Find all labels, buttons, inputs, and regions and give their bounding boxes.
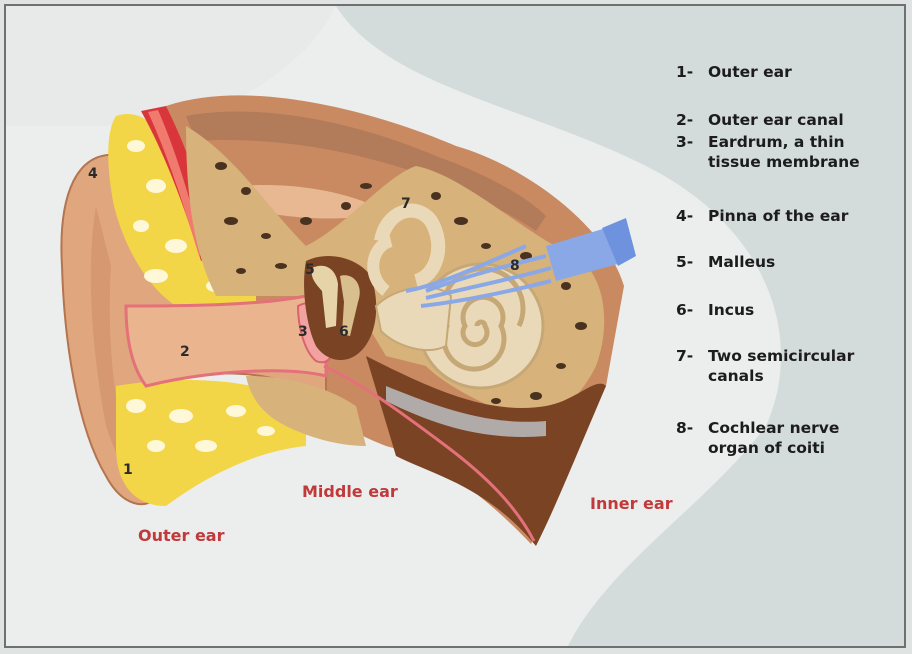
legend-text: Incus [708,300,754,320]
legend-item: 8- Cochlear nerve organ of coiti [676,418,896,458]
diagram-frame: Outer ear Middle ear Inner ear 1 2 3 4 5… [4,4,906,648]
legend-item: 5- Malleus [676,252,896,272]
callout-8: 8 [510,258,520,274]
callout-4: 4 [88,166,98,182]
callout-5: 5 [305,262,315,278]
callout-1: 1 [123,462,133,478]
legend-item: 3- Eardrum, a thin tissue membrane [676,132,896,172]
ear-canal [126,296,326,386]
legend-number: 4- [676,206,708,226]
legend-text: Outer ear [708,62,792,82]
legend-item: 7- Two semicircular canals [676,346,896,386]
region-label-outer-ear: Outer ear [138,526,225,545]
callout-7: 7 [401,196,411,212]
legend-number: 3- [676,132,708,172]
legend-item: 6- Incus [676,300,896,320]
legend-number: 8- [676,418,708,458]
legend-item: 1- Outer ear [676,62,896,82]
callout-2: 2 [180,344,190,360]
legend-number: 7- [676,346,708,386]
legend-text: Outer ear canal [708,110,844,130]
legend-number: 2- [676,110,708,130]
ear-anatomy-illustration [6,6,906,648]
region-label-inner-ear: Inner ear [590,494,673,513]
legend-item: 4- Pinna of the ear [676,206,896,226]
legend-text: Malleus [708,252,775,272]
legend-number: 1- [676,62,708,82]
callout-6: 6 [339,324,349,340]
legend-text: Pinna of the ear [708,206,848,226]
legend-text: Two semicircular canals [708,346,854,386]
legend-number: 5- [676,252,708,272]
legend-item: 2- Outer ear canal [676,110,896,130]
callout-3: 3 [298,324,308,340]
region-label-middle-ear: Middle ear [302,482,398,501]
legend-text: Eardrum, a thin tissue membrane [708,132,860,172]
legend-text: Cochlear nerve organ of coiti [708,418,839,458]
legend-number: 6- [676,300,708,320]
